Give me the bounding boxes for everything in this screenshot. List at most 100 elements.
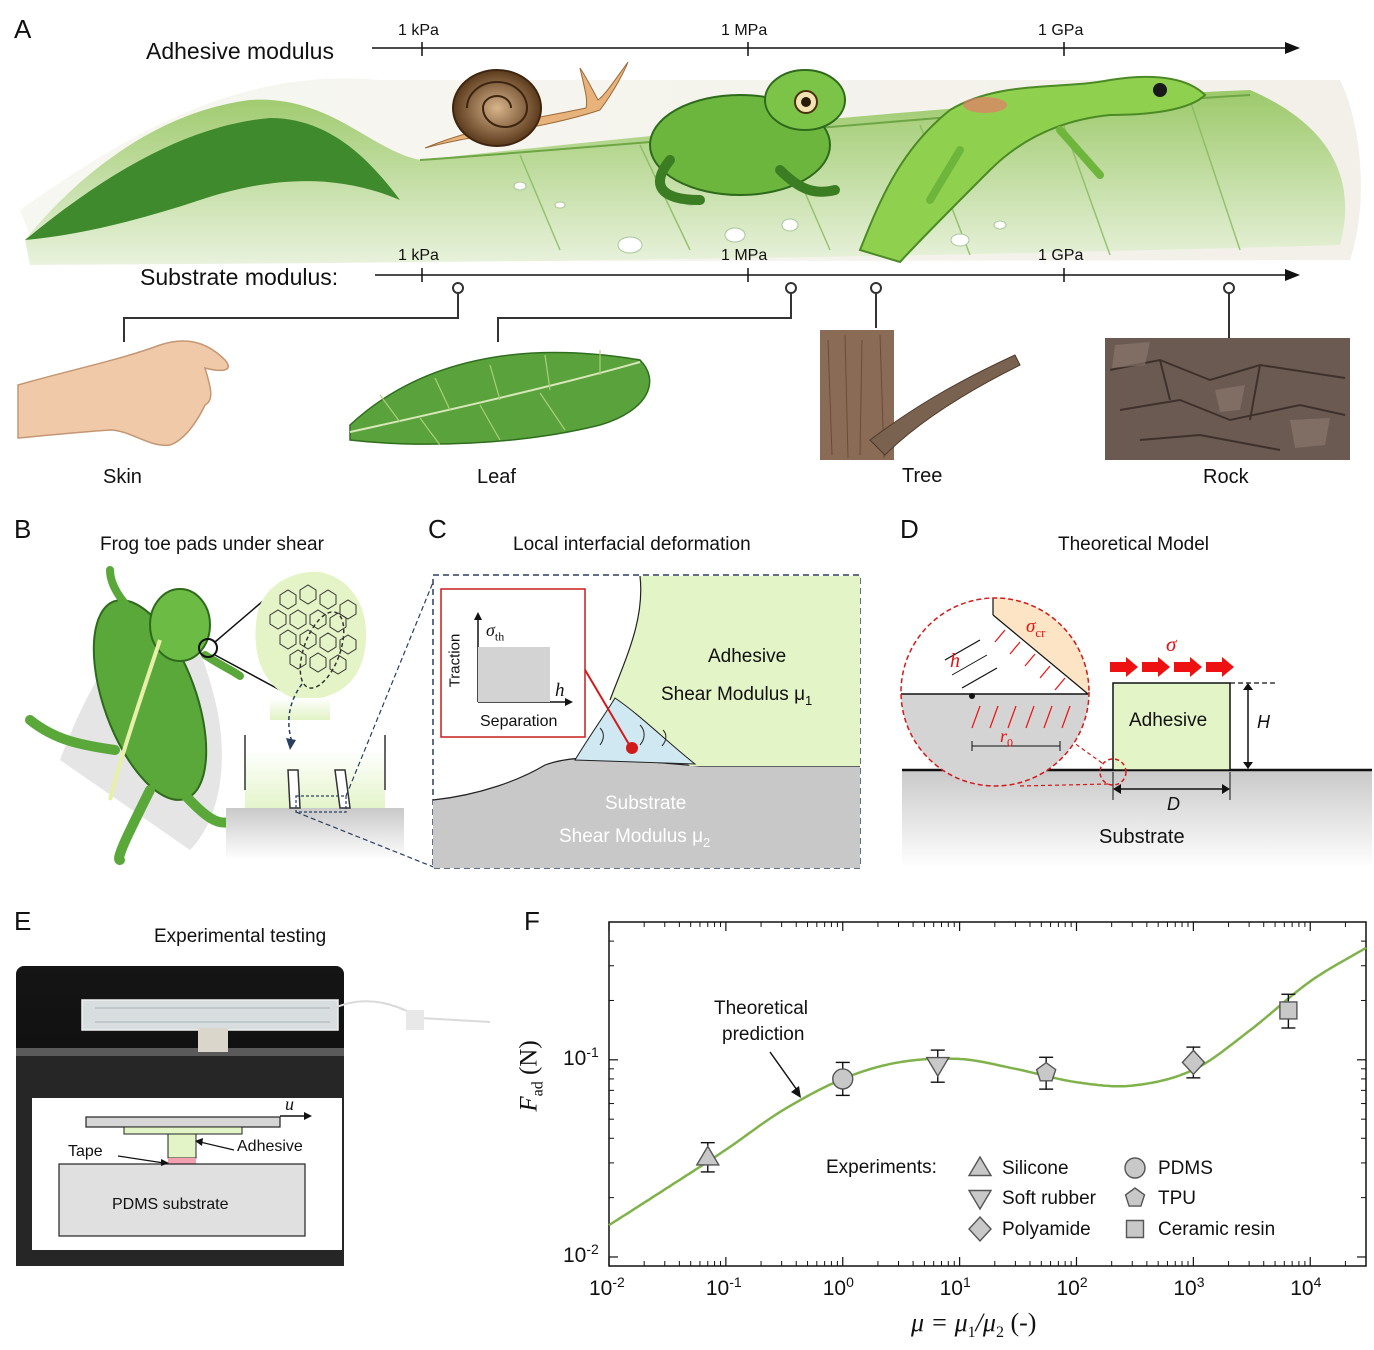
data-point-soft-rubber — [925, 1056, 951, 1078]
x-axis-label-mid: /μ — [975, 1308, 996, 1337]
panel-a-illustration — [17, 42, 1361, 460]
r0-subscript: 0 — [1007, 735, 1014, 750]
x-tick-exponent: 3 — [1196, 1274, 1205, 1290]
legend-marker-polyamide — [968, 1215, 992, 1243]
y-axis-subscript: ad — [529, 1081, 547, 1097]
substrate-modulus-subscript: 2 — [703, 834, 711, 850]
sigma-cr-subscript: cr — [1035, 624, 1046, 640]
inset-substrate-label: PDMS substrate — [112, 1196, 229, 1213]
x-tick-base: 10 — [1173, 1277, 1197, 1300]
panel-label-e: E — [14, 906, 32, 936]
panel-c-adhesive-modulus: Shear Modulus μ1 — [661, 684, 812, 708]
adhesive-modulus-subscript: 1 — [805, 692, 813, 708]
legend-label-pdms: PDMS — [1158, 1158, 1213, 1179]
y-tick-label: 10-2 — [563, 1241, 599, 1268]
snail-illustration — [424, 61, 629, 149]
x-tick-base: 10 — [822, 1277, 847, 1300]
frog-top-view — [25, 566, 244, 865]
panels-bcd-illustration — [25, 566, 1372, 869]
panel-c-diagram — [432, 574, 861, 869]
inset-adhesive-label: Adhesive — [237, 1138, 303, 1155]
theory-annotation-arrow — [769, 1051, 798, 1091]
x-tick-exponent: -2 — [612, 1274, 625, 1290]
legend-label-polyamide: Polyamide — [1002, 1219, 1091, 1240]
legend-label-soft-rubber: Soft rubber — [1002, 1188, 1096, 1209]
legend-marker-pdms — [1124, 1157, 1146, 1179]
inset-h-label: h — [555, 680, 565, 701]
legend-label-ceramic-resin: Ceramic resin — [1158, 1219, 1276, 1240]
y-tick-exponent: -2 — [586, 1240, 599, 1257]
panel-c-title: Local interfacial deformation — [513, 534, 751, 555]
inset-sigma-th-label: σth — [486, 620, 504, 645]
x-tick-exponent: 2 — [1079, 1274, 1088, 1290]
y-tick-exponent: -1 — [586, 1043, 599, 1060]
legend-marker-tpu — [1124, 1187, 1146, 1207]
sigma-label: σ — [1166, 632, 1177, 656]
toe-pad-magnified — [214, 571, 367, 750]
panel-c-substrate-label: Substrate — [605, 793, 687, 814]
y-axis-symbol: F — [515, 1096, 543, 1112]
x-tick-base: 10 — [589, 1277, 613, 1300]
pad-cross-section — [226, 574, 437, 869]
substrate-tick-label-gpa: 1 GPa — [1038, 247, 1084, 264]
frog-illustration — [649, 69, 846, 205]
y-axis-label: Fad (N) — [516, 1040, 548, 1111]
panel-e-title: Experimental testing — [154, 926, 327, 947]
legend-marker-soft-rubber — [967, 1189, 993, 1211]
displacement-u-label: u — [285, 1094, 294, 1114]
substrate-connectors — [123, 282, 1235, 342]
sigma-cr-label: σcr — [1026, 616, 1045, 641]
leaf-image — [349, 350, 651, 446]
substrate-label-rock: Rock — [1203, 466, 1249, 488]
theory-annotation-arrowhead — [791, 1086, 801, 1098]
substrate-tick-label-mpa: 1 MPa — [721, 247, 768, 264]
panel-label-a: A — [14, 14, 32, 44]
gecko-illustration — [858, 75, 1207, 264]
plot-frame — [608, 921, 1367, 1267]
panel-d-diagram — [900, 597, 1372, 868]
theory-annotation-line2: prediction — [722, 1024, 805, 1045]
y-tick-base: 10 — [563, 1243, 587, 1267]
x-tick-label: 101 — [940, 1274, 971, 1301]
d-h-label: h — [950, 650, 960, 672]
scale-bar-label: 10 mm — [398, 1210, 444, 1227]
legend-title: Experiments: — [826, 1157, 937, 1178]
inset-traction-label: Traction — [446, 633, 464, 688]
leaf-curl — [25, 118, 400, 240]
legend-label-silicone: Silicone — [1002, 1158, 1069, 1179]
substrate-tick-label-kpa: 1 kPa — [398, 247, 439, 264]
inset-separation-label: Separation — [480, 713, 558, 730]
x-tick-label: 103 — [1173, 1274, 1204, 1301]
panel-c-substrate-modulus: Shear Modulus μ2 — [559, 826, 710, 850]
panel-b-title: Frog toe pads under shear — [100, 534, 324, 555]
x-tick-base: 10 — [1290, 1277, 1314, 1300]
panel-c-adhesive-label: Adhesive — [708, 646, 787, 667]
panel-d-title: Theoretical Model — [1058, 534, 1210, 555]
sigma-cr-symbol: σ — [1026, 616, 1036, 637]
y-tick-label: 10-1 — [563, 1044, 599, 1071]
x-tick-label: 104 — [1290, 1274, 1321, 1301]
x-axis-sub-1: 1 — [967, 1324, 976, 1342]
rock-image — [1105, 338, 1350, 460]
x-axis-unit: (-) — [1010, 1308, 1037, 1337]
x-tick-label: 10-1 — [706, 1274, 742, 1301]
y-tick-base: 10 — [563, 1046, 587, 1070]
tree-image — [820, 330, 1021, 460]
substrate-label-skin: Skin — [103, 466, 142, 488]
adhesive-modulus-text: Shear Modulus μ — [661, 684, 806, 705]
r0-label: r0 — [1000, 726, 1013, 751]
theory-annotation-line1: Theoretical — [714, 998, 808, 1019]
y-axis-unit: (N) — [515, 1040, 543, 1076]
x-tick-label: 100 — [823, 1274, 854, 1301]
height-H-label: H — [1257, 712, 1270, 732]
panel-d-adhesive-label: Adhesive — [1129, 710, 1208, 731]
data-point-ceramic-resin — [1279, 1001, 1298, 1020]
x-tick-label: 10-2 — [589, 1274, 625, 1301]
adhesive-tick-label-gpa: 1 GPa — [1038, 22, 1084, 39]
skin-hand-image — [17, 340, 229, 447]
x-tick-exponent: 0 — [846, 1274, 854, 1290]
r0-symbol: r — [1000, 726, 1008, 746]
width-D-label: D — [1167, 794, 1180, 814]
sigma-th-subscript: th — [494, 629, 505, 644]
x-axis-label: μ = μ1/μ2 (-) — [911, 1308, 1036, 1342]
